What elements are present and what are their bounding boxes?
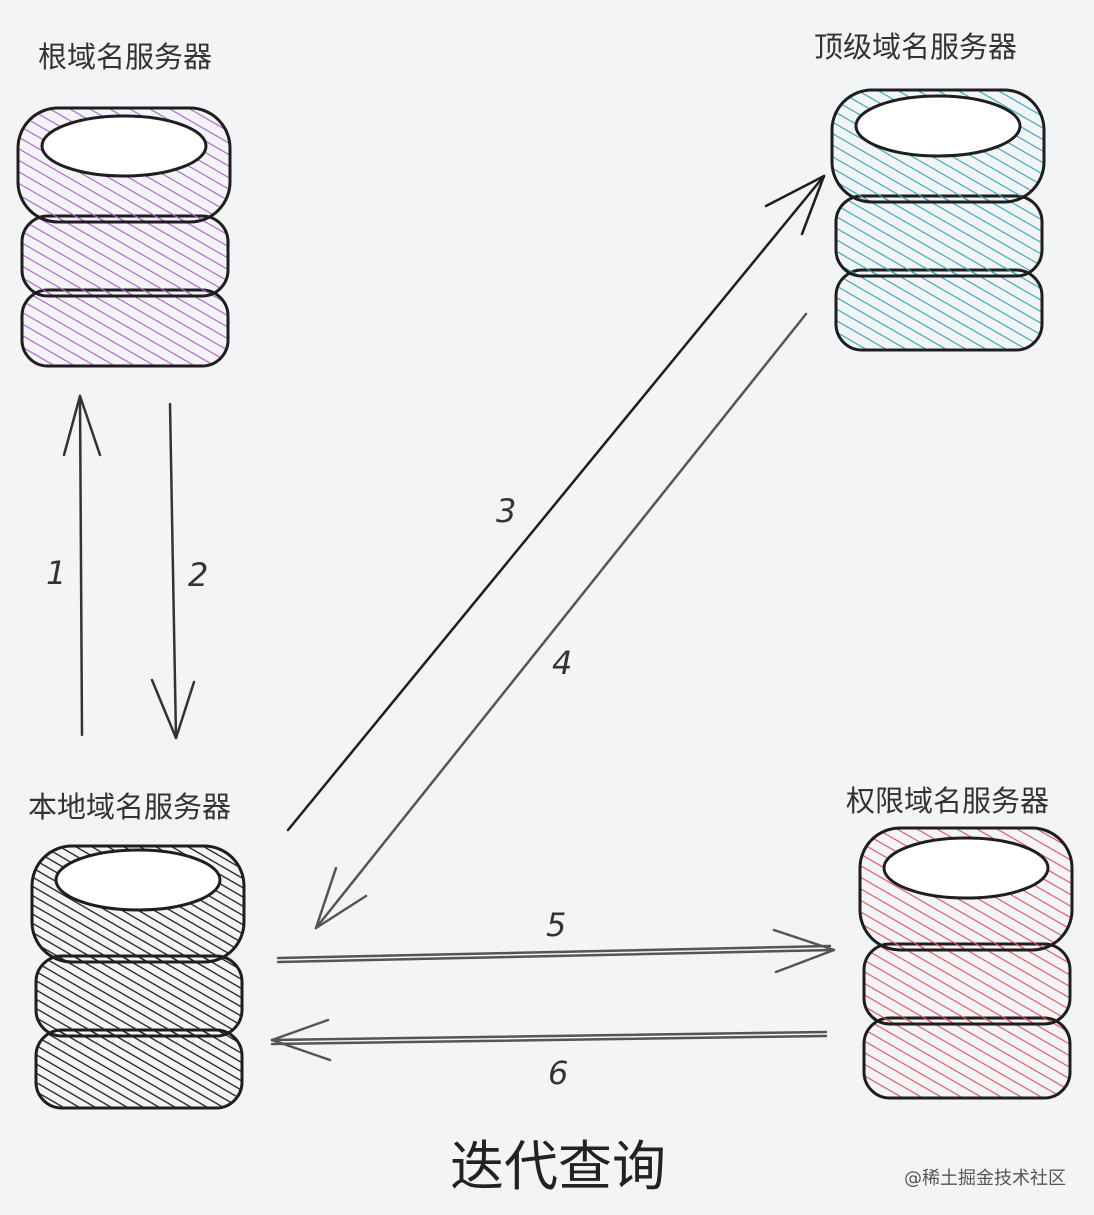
step-5-label: 5 (546, 906, 567, 944)
step-4-label: 4 (552, 644, 573, 682)
step-3-label: 3 (496, 492, 517, 530)
diagram-title: 迭代查询 (450, 1135, 666, 1198)
step-6-label: 6 (548, 1054, 569, 1092)
root-server-icon (16, 106, 232, 368)
step-1-label: 1 (46, 554, 67, 592)
authoritative-server-icon (858, 826, 1074, 1100)
arrow-step-5 (276, 928, 836, 974)
local-server-label: 本地域名服务器 (28, 790, 232, 824)
arrow-step-1 (62, 394, 102, 737)
local-server-icon (30, 844, 246, 1110)
tld-server-icon (830, 88, 1046, 352)
step-2-label: 2 (188, 556, 209, 594)
arrow-step-4 (314, 312, 808, 930)
tld-server-label: 顶级域名服务器 (814, 30, 1018, 64)
arrow-step-3 (286, 174, 826, 832)
watermark: @稀土掘金技术社区 (904, 1168, 1066, 1189)
arrow-step-6 (270, 1018, 828, 1062)
arrow-step-2 (150, 402, 196, 740)
authoritative-server-label: 权限域名服务器 (846, 784, 1050, 818)
root-server-label: 根域名服务器 (38, 40, 213, 74)
